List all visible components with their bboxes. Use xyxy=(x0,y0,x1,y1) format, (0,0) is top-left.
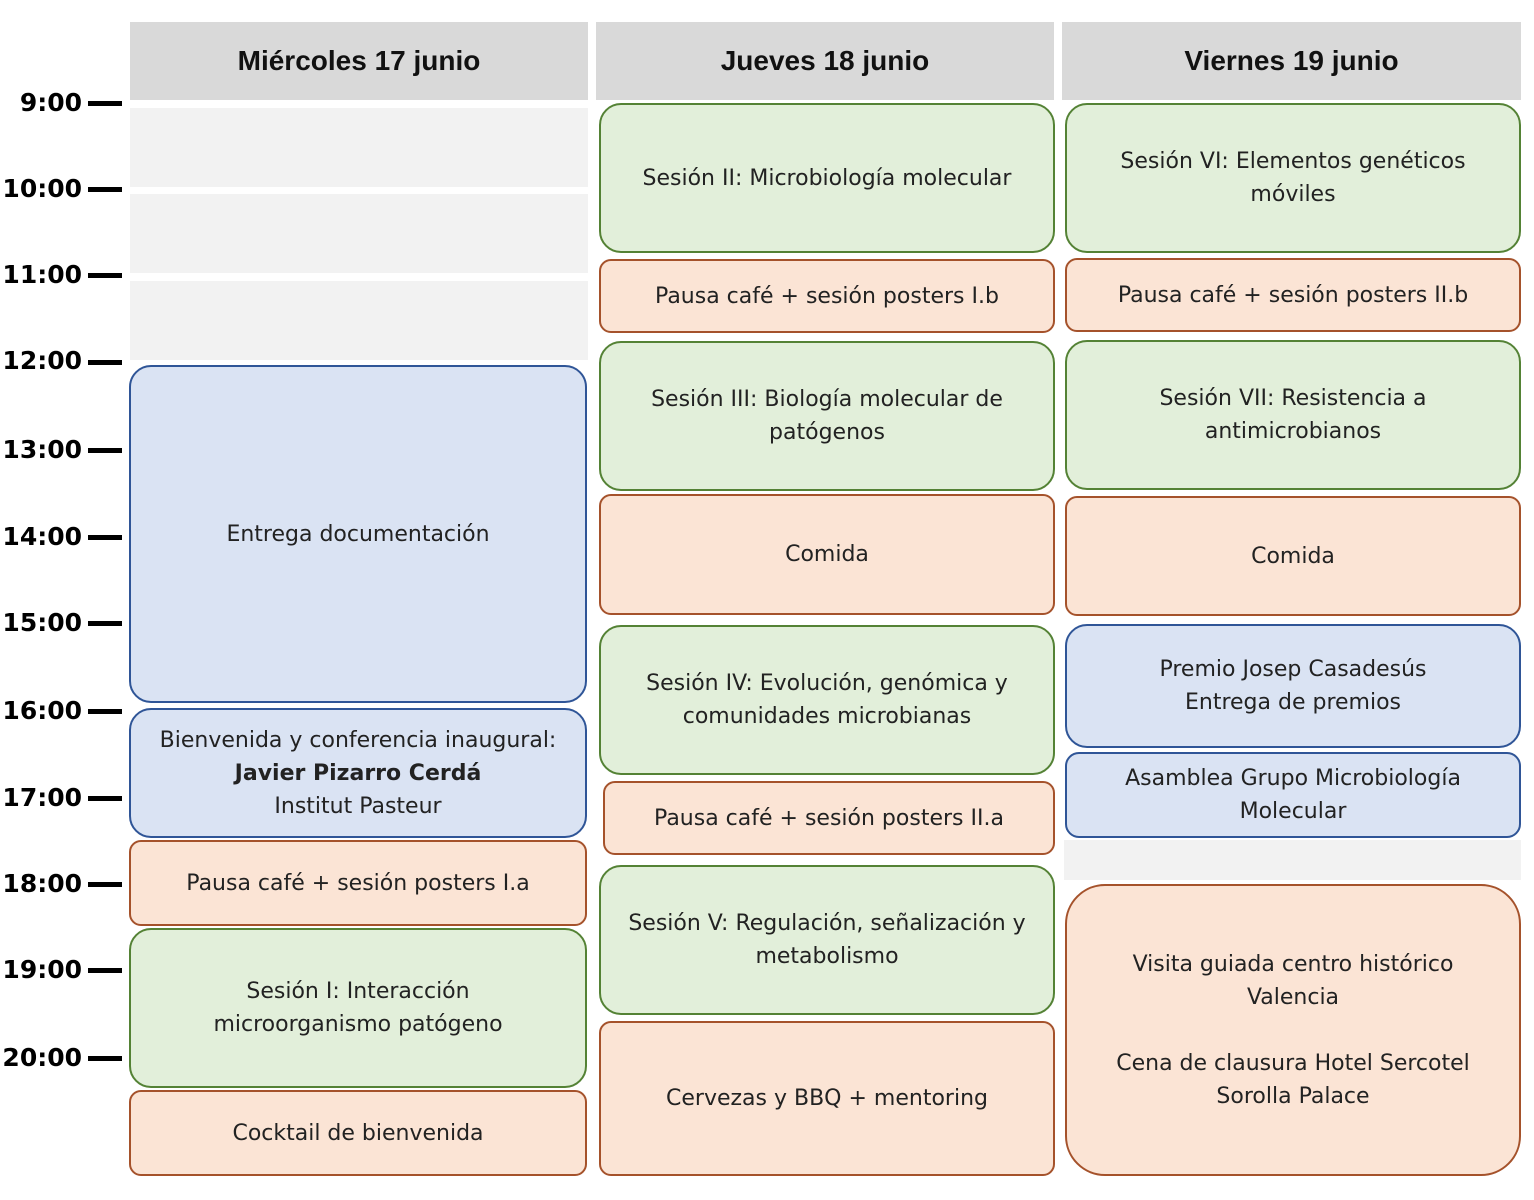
event-sesion-3: Sesión III: Biología molecular de patóge… xyxy=(599,341,1055,491)
event-comida-jueves: Comida xyxy=(599,494,1055,615)
event-title: Premio Josep Casadesús xyxy=(1159,657,1427,682)
event-cervezas-bbq: Cervezas y BBQ + mentoring xyxy=(599,1021,1055,1176)
event-title: Visita guiada centro histórico Valencia xyxy=(1132,951,1454,1010)
event-title: Sesión I: Interacción microorganismo pat… xyxy=(213,979,503,1037)
event-title: Bienvenida y conferencia inaugural: xyxy=(159,727,557,753)
event-subtitle: Cena de clausura Hotel Sercotel Sorolla … xyxy=(1116,1050,1470,1109)
event-sesion-6: Sesión VI: Elementos genéticos móviles xyxy=(1065,103,1521,253)
event-sesion-5: Sesión V: Regulación, señalización y met… xyxy=(599,865,1055,1015)
event-asamblea: Asamblea Grupo Microbiología Molecular xyxy=(1065,752,1521,838)
speaker-name: Javier Pizarro Cerdá xyxy=(234,760,482,786)
event-title: Sesión VI: Elementos genéticos móviles xyxy=(1120,149,1466,207)
event-title: Cocktail de bienvenida xyxy=(232,1120,484,1146)
event-pausa-cafe-posters-iib: Pausa café + sesión posters II.b xyxy=(1065,258,1521,332)
empty-slot xyxy=(130,194,588,273)
event-title: Sesión V: Regulación, señalización y met… xyxy=(628,911,1026,969)
event-title: Sesión VII: Resistencia a antimicrobiano… xyxy=(1159,386,1427,444)
time-tick xyxy=(88,187,122,192)
day-header-wednesday: Miércoles 17 junio xyxy=(130,22,588,100)
time-label: 20:00 xyxy=(2,1043,82,1072)
event-sesion-4: Sesión IV: Evolución, genómica y comunid… xyxy=(599,625,1055,775)
event-title: Asamblea Grupo Microbiología Molecular xyxy=(1125,766,1461,824)
time-label: 17:00 xyxy=(2,783,82,812)
time-tick xyxy=(88,360,122,365)
event-title: Comida xyxy=(1251,543,1335,569)
time-label: 12:00 xyxy=(2,346,82,375)
time-label: 19:00 xyxy=(2,955,82,984)
time-label: 18:00 xyxy=(2,869,82,898)
empty-slot xyxy=(130,108,588,187)
event-pausa-cafe-posters-ia: Pausa café + sesión posters I.a xyxy=(129,840,587,926)
event-subtitle: Entrega de premios xyxy=(1184,690,1402,715)
event-visita-cena: Visita guiada centro histórico Valencia … xyxy=(1065,884,1521,1176)
time-label: 11:00 xyxy=(2,260,82,289)
event-premio-casadesus: Premio Josep Casadesús Entrega de premio… xyxy=(1065,624,1521,748)
event-title: Sesión IV: Evolución, genómica y comunid… xyxy=(646,671,1008,729)
time-label: 15:00 xyxy=(2,608,82,637)
event-title: Comida xyxy=(785,542,869,567)
event-title: Pausa café + sesión posters II.b xyxy=(1117,282,1469,308)
time-tick xyxy=(88,1056,122,1061)
time-tick xyxy=(88,709,122,714)
event-title: Sesión III: Biología molecular de patóge… xyxy=(651,387,1003,445)
event-comida-viernes: Comida xyxy=(1065,496,1521,616)
time-tick xyxy=(88,535,122,540)
event-title: Sesión II: Microbiología molecular xyxy=(642,165,1012,191)
event-cocktail-bienvenida: Cocktail de bienvenida xyxy=(129,1090,587,1176)
event-pausa-cafe-posters-iia: Pausa café + sesión posters II.a xyxy=(603,781,1055,855)
event-title: Entrega documentación xyxy=(226,521,490,547)
day-header-friday: Viernes 19 junio xyxy=(1062,22,1521,100)
time-tick xyxy=(88,968,122,973)
event-sesion-7: Sesión VII: Resistencia a antimicrobiano… xyxy=(1065,340,1521,490)
empty-slot xyxy=(1064,840,1521,880)
time-tick xyxy=(88,273,122,278)
time-label: 9:00 xyxy=(19,88,82,117)
event-sesion-1: Sesión I: Interacción microorganismo pat… xyxy=(129,928,587,1088)
event-sesion-2: Sesión II: Microbiología molecular xyxy=(599,103,1055,253)
time-tick xyxy=(88,796,122,801)
event-pausa-cafe-posters-ib: Pausa café + sesión posters I.b xyxy=(599,259,1055,333)
time-tick xyxy=(88,448,122,453)
event-title: Cervezas y BBQ + mentoring xyxy=(666,1086,988,1111)
time-label: 14:00 xyxy=(2,522,82,551)
time-tick xyxy=(88,101,122,106)
day-header-thursday: Jueves 18 junio xyxy=(596,22,1054,100)
event-title: Pausa café + sesión posters II.a xyxy=(654,805,1004,831)
event-title: Pausa café + sesión posters I.a xyxy=(186,870,530,896)
speaker-institution: Institut Pasteur xyxy=(274,793,442,819)
empty-slot xyxy=(130,281,588,360)
time-label: 10:00 xyxy=(2,174,82,203)
time-label: 16:00 xyxy=(2,696,82,725)
event-bienvenida-conferencia: Bienvenida y conferencia inaugural: Javi… xyxy=(129,708,587,838)
time-label: 13:00 xyxy=(2,435,82,464)
event-entrega-documentacion: Entrega documentación xyxy=(129,365,587,703)
time-tick xyxy=(88,882,122,887)
event-title: Pausa café + sesión posters I.b xyxy=(655,283,999,309)
time-tick xyxy=(88,621,122,626)
